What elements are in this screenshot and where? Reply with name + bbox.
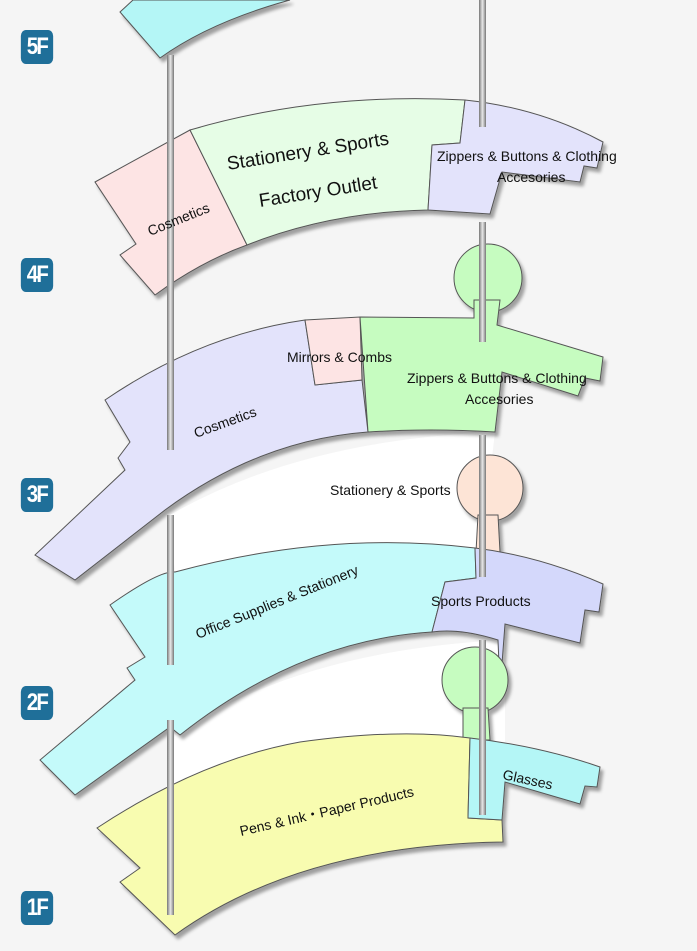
elevator-poles — [167, 0, 486, 915]
pole — [167, 515, 174, 665]
floor-button-4f[interactable]: 4F — [20, 258, 54, 292]
zone-3f-cosmetics[interactable] — [34, 319, 369, 581]
pole — [479, 435, 486, 577]
pole — [479, 0, 486, 127]
floor-button-5f[interactable]: 5F — [20, 30, 54, 64]
zone-3f-mirrors[interactable] — [304, 316, 363, 386]
label-4f-zippers-2: Accesories — [497, 169, 565, 185]
pole — [167, 290, 174, 450]
zone-1f-glasses[interactable] — [467, 737, 601, 821]
floor-button-3f[interactable]: 3F — [20, 478, 54, 512]
corridor-3f-2f — [170, 432, 495, 575]
floor-3f — [34, 243, 604, 581]
floor-button-1f[interactable]: 1F — [20, 891, 54, 925]
label-3f-zippers-1: Zippers & Buttons & Clothing — [407, 370, 587, 386]
zone-2f-sports[interactable] — [431, 547, 604, 691]
label-2f-sports: Sports Products — [431, 593, 531, 609]
label-4f-zippers-1: Zippers & Buttons & Clothing — [437, 148, 617, 164]
pole — [167, 720, 174, 915]
label-3f-mirrors: Mirrors & Combs — [287, 349, 392, 365]
label-3f-zippers-2: Accesories — [465, 391, 533, 407]
pole — [167, 55, 174, 295]
zone-3f-zippers[interactable] — [359, 299, 604, 433]
floor-5f-zone[interactable] — [119, 0, 291, 59]
floor-1f — [96, 733, 601, 936]
pole — [479, 640, 486, 815]
floor-button-2f[interactable]: 2F — [20, 686, 54, 720]
zone-1f-pens[interactable] — [96, 733, 504, 936]
zone-3f-stationery-round[interactable] — [456, 454, 524, 522]
zone-4f-zippers[interactable] — [427, 99, 604, 215]
floor-2f — [39, 542, 604, 796]
pole — [479, 222, 486, 342]
label-3f-stationery: Stationery & Sports — [330, 482, 451, 498]
zone-2f-green-round[interactable] — [441, 646, 509, 714]
